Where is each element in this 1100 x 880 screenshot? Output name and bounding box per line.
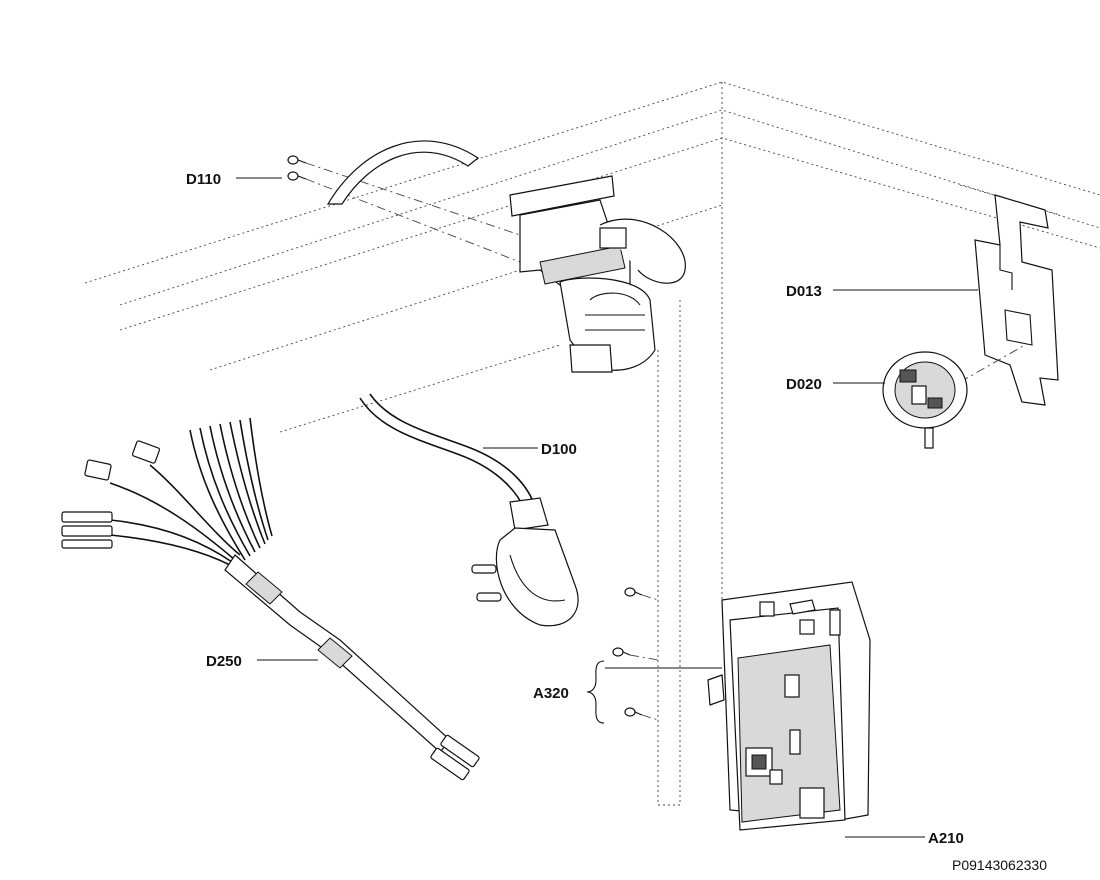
pressure-switch-assembly (882, 194, 1059, 449)
label-d020: D020 (786, 376, 822, 393)
power-cord-d100 (359, 393, 579, 627)
label-d100: D100 (541, 441, 577, 458)
label-a320: A320 (533, 685, 569, 702)
label-d250: D250 (206, 653, 242, 670)
label-d013: D013 (786, 283, 822, 300)
label-d110: D110 (186, 171, 221, 188)
part-number: P09143062330 (952, 857, 1047, 873)
door-lock-assembly (326, 140, 686, 373)
leader-lines (236, 177, 978, 838)
electronic-board-a210 (612, 581, 871, 831)
label-a210: A210 (928, 830, 964, 847)
cabinet-outline (84, 81, 1100, 806)
wiring-harness-d250 (61, 417, 480, 781)
d110-screws (287, 155, 521, 263)
